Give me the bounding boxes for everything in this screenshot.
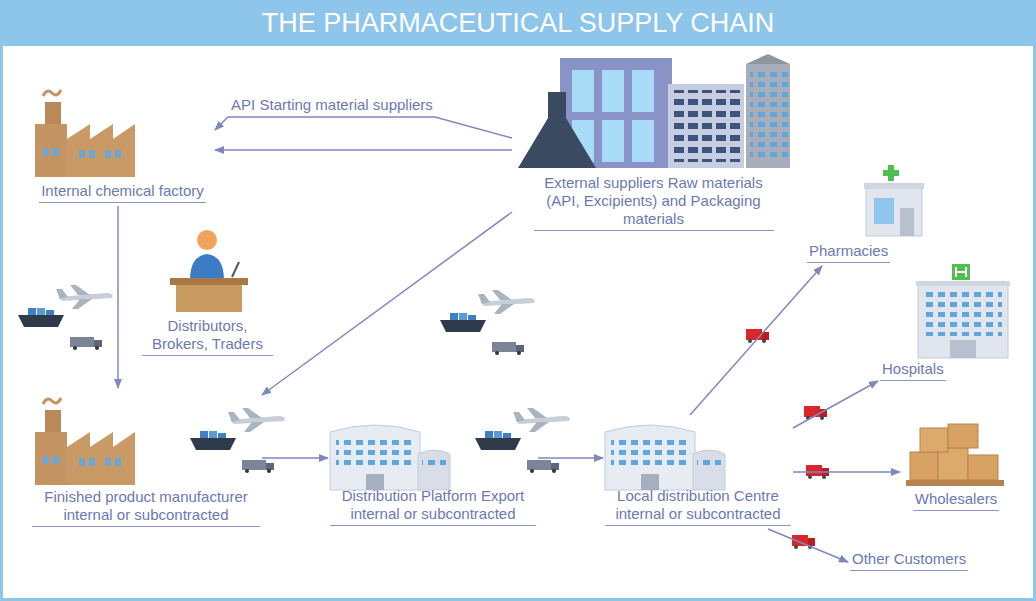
wholesaler: Wholesalers — [900, 422, 1012, 514]
node-label: External suppliers Raw materials (API, E… — [534, 174, 774, 231]
delivery-truck-icon — [804, 406, 827, 420]
node-label: Wholesalers — [913, 490, 1000, 511]
icon-space — [142, 222, 273, 317]
icon-space — [902, 422, 1010, 490]
icon-space — [807, 160, 928, 242]
flow-arrow — [690, 266, 822, 415]
node-label: Pharmacies — [807, 242, 890, 263]
factory-icon — [35, 90, 135, 177]
flow-arrow — [215, 149, 512, 151]
node-label: Finished product manufacturer internal o… — [32, 488, 260, 527]
desk-person-icon — [170, 230, 248, 312]
supplier-buildings: External suppliers Raw materials (API, E… — [512, 50, 795, 234]
icon-space — [880, 262, 1011, 360]
chemical-factory: Internal chemical factory — [30, 80, 215, 206]
node-label: Local distribution Centre internal or su… — [605, 487, 791, 526]
flow-arrow — [793, 471, 900, 473]
hospital-icon — [916, 264, 1010, 358]
warehouse-icon — [330, 425, 450, 490]
node-label: Other Customers — [850, 550, 968, 571]
edge-label: API Starting material suppliers — [228, 96, 436, 114]
transport-icon — [190, 408, 285, 473]
icon-space — [605, 415, 791, 487]
pharmacy: Pharmacies — [805, 160, 930, 266]
flow-arrow — [262, 212, 512, 395]
distributor-desk: Distributors, Brokers, Traders — [140, 222, 275, 359]
flow-arrow — [793, 381, 878, 428]
transport-icon — [18, 285, 113, 350]
hospital: Hospitals — [878, 262, 1013, 384]
manufacturer-factory: Finished product manufacturer internal o… — [30, 388, 262, 530]
title-band — [0, 0, 1036, 46]
flow-arrow — [215, 117, 512, 138]
distribution-centre: Local distribution Centre internal or su… — [603, 415, 793, 529]
node-label: Hospitals — [880, 360, 946, 381]
delivery-truck-icon — [746, 329, 769, 343]
factory-icon — [35, 398, 135, 485]
icon-space — [32, 80, 213, 182]
pharmacy-icon — [864, 165, 924, 236]
node-label: Internal chemical factory — [39, 182, 206, 203]
node-label: Distributors, Brokers, Traders — [142, 317, 273, 356]
warehouse-icon — [605, 425, 725, 490]
icon-space — [32, 388, 260, 488]
flow-arrow — [538, 457, 603, 459]
icon-space — [514, 50, 793, 174]
transport-icon — [475, 408, 570, 473]
icon-space — [330, 415, 536, 487]
supplier-buildings-icon — [518, 54, 790, 168]
flow-arrow — [262, 457, 328, 459]
diagram-title: THE PHARMACEUTICAL SUPPLY CHAIN — [0, 0, 1036, 46]
transport-icon — [440, 290, 535, 355]
export-platform: Distribution Platform Export internal or… — [328, 415, 538, 529]
flow-arrow — [768, 529, 848, 562]
pallet-boxes-icon — [906, 424, 1004, 486]
customer: Other Customers — [848, 550, 978, 574]
flow-arrow — [117, 206, 119, 388]
node-label: Distribution Platform Export internal or… — [330, 487, 536, 526]
